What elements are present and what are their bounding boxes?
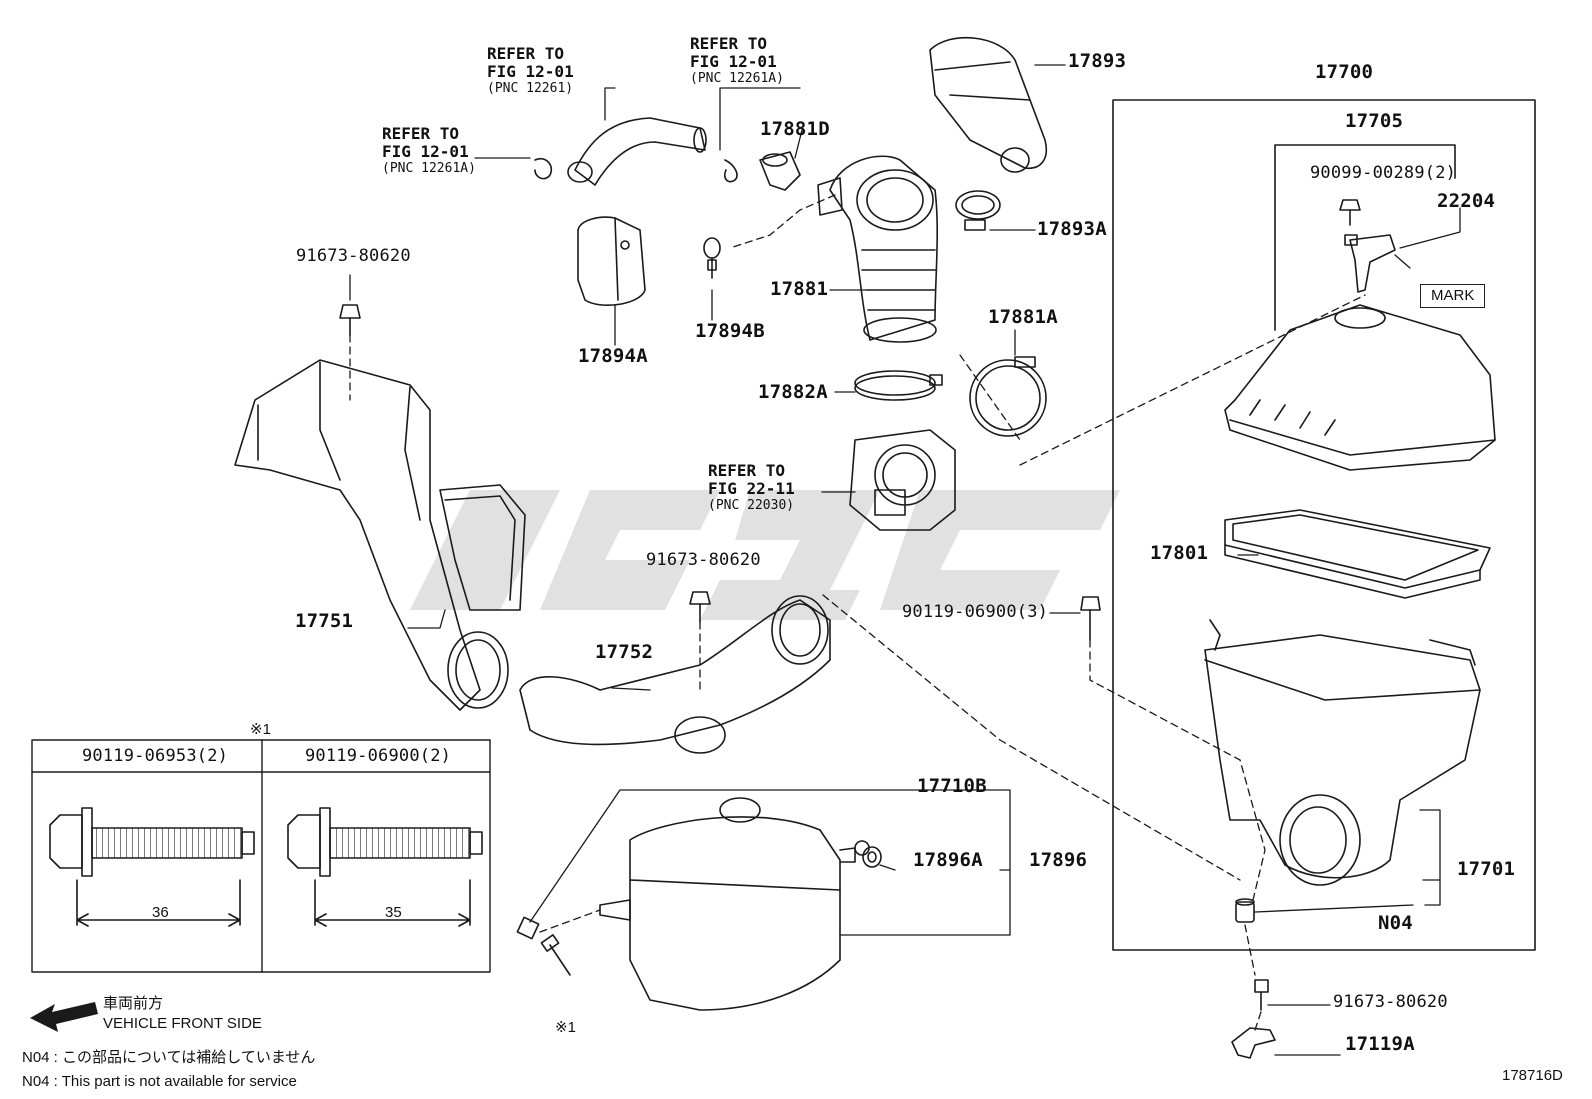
bolt-table-marker: ※1 [250, 721, 271, 738]
label-17751: 17751 [295, 610, 354, 632]
bolt-table [31, 739, 491, 973]
ref-callout-clip-left: REFER TO FIG 12-01 (PNC 12261A) [382, 124, 476, 177]
ref-line-2: FIG 22-11 [708, 479, 795, 499]
watermark-logo [410, 490, 1120, 620]
part-n04-grommet [1235, 898, 1255, 923]
label-17881a: 17881A [988, 306, 1058, 328]
bolt-91673-mid [689, 591, 711, 623]
label-17801: 17801 [1150, 542, 1209, 564]
front-side-en: VEHICLE FRONT SIDE [103, 1015, 262, 1032]
assembly-17700-frame [1112, 99, 1536, 951]
bolt-table-header-2: 90119-06900(2) [305, 746, 452, 766]
part-17119a-bracket [1231, 1027, 1276, 1059]
bolt-90099 [1339, 199, 1361, 226]
label-bolt-91673-bottom: 91673-80620 [1333, 992, 1448, 1012]
part-17881d-connector [759, 151, 801, 191]
part-17894a-box [577, 216, 646, 306]
ref-callout-throttle: REFER TO FIG 22-11 (PNC 22030) [708, 461, 795, 514]
bolt-91673-bottom [1254, 979, 1269, 1011]
ref-callout-clip-right: REFER TO FIG 12-01 (PNC 12261A) [690, 34, 784, 87]
label-bolt-91673-mid: 91673-80620 [646, 550, 761, 570]
part-17894b-clip [703, 237, 721, 279]
part-17893-resonator [929, 36, 1047, 173]
part-17801-filter [1224, 509, 1491, 599]
label-17705: 17705 [1345, 110, 1404, 132]
label-17700: 17700 [1315, 61, 1374, 83]
bolt-marker-1 [540, 934, 571, 976]
label-17893: 17893 [1068, 50, 1127, 72]
drawing-number: 178716D [1502, 1067, 1563, 1084]
part-17881a-clamp [969, 356, 1047, 437]
bolt-36mm [49, 807, 255, 927]
label-17710b: 17710B [917, 775, 987, 797]
label-bolt-90119-3: 90119-06900(3) [902, 602, 1049, 622]
ref-line-3: (PNC 12261A) [382, 160, 476, 176]
part-throttle-body [849, 429, 956, 531]
part-17893a-clamp [955, 190, 1001, 231]
bolt-length-36: 36 [152, 904, 169, 921]
label-17881: 17881 [770, 278, 829, 300]
label-17896: 17896 [1029, 849, 1088, 871]
leader-17705 [1274, 144, 1456, 331]
bolt-90119-3 [1080, 596, 1101, 641]
part-17882a-clamp [854, 370, 943, 401]
label-22204: 22204 [1437, 190, 1496, 212]
part-17700-upper-case [1224, 304, 1496, 471]
part-pnc12261-hose [567, 117, 707, 186]
label-17894b: 17894B [695, 320, 765, 342]
part-17881-air-hose [817, 155, 939, 343]
front-arrow-icon [30, 1002, 98, 1032]
ref-line-2: FIG 12-01 [487, 62, 574, 82]
label-17752: 17752 [595, 641, 654, 663]
leader-lines [349, 64, 1461, 1056]
part-17710b-resonator [516, 797, 870, 1011]
label-17896a: 17896A [913, 849, 983, 871]
label-17119a: 17119A [1345, 1033, 1415, 1055]
marker-bottom: ※1 [555, 1019, 576, 1036]
bolt-table-header-1: 90119-06953(2) [82, 746, 229, 766]
part-17896a-grommet [862, 846, 882, 868]
label-17894a: 17894A [578, 345, 648, 367]
label-bolt-91673-top: 91673-80620 [296, 246, 411, 266]
label-bolt-90099: 90099-00289(2) [1310, 163, 1457, 183]
mark-label: MARK [1420, 284, 1486, 308]
ref-line-1: REFER TO [690, 34, 768, 53]
part-clip-12261a-left [534, 157, 553, 180]
bolt-35mm [287, 807, 483, 927]
label-17881d: 17881D [760, 118, 830, 140]
part-17701-lower-case [1204, 619, 1481, 886]
ref-callout-hose: REFER TO FIG 12-01 (PNC 12261) [487, 44, 574, 97]
note-n04-en: N04 : This part is not available for ser… [22, 1073, 297, 1090]
ref-line-2: FIG 12-01 [690, 52, 777, 72]
label-17893a: 17893A [1037, 218, 1107, 240]
ref-line-3: (PNC 12261) [487, 80, 574, 96]
bolt-length-35: 35 [385, 904, 402, 921]
label-17701: 17701 [1457, 858, 1516, 880]
note-n04-jp: N04 : この部品については補給していません [22, 1049, 316, 1066]
ref-line-2: FIG 12-01 [382, 142, 469, 162]
part-22204-sensor [1344, 234, 1396, 293]
front-side-jp: 車両前方 [103, 995, 164, 1012]
dashed-lines [349, 194, 1366, 1031]
bolt-91673-top [339, 304, 361, 336]
ref-line-1: REFER TO [382, 124, 460, 143]
part-17751-air-duct [234, 359, 526, 711]
label-n04: N04 [1378, 912, 1413, 934]
ref-line-1: REFER TO [487, 44, 565, 63]
ref-line-3: (PNC 22030) [708, 497, 795, 513]
label-17882a: 17882A [758, 381, 828, 403]
part-clip-12261a-right [723, 159, 738, 183]
part-17752-air-duct [519, 595, 831, 754]
ref-line-3: (PNC 12261A) [690, 70, 784, 86]
ref-line-1: REFER TO [708, 461, 786, 480]
